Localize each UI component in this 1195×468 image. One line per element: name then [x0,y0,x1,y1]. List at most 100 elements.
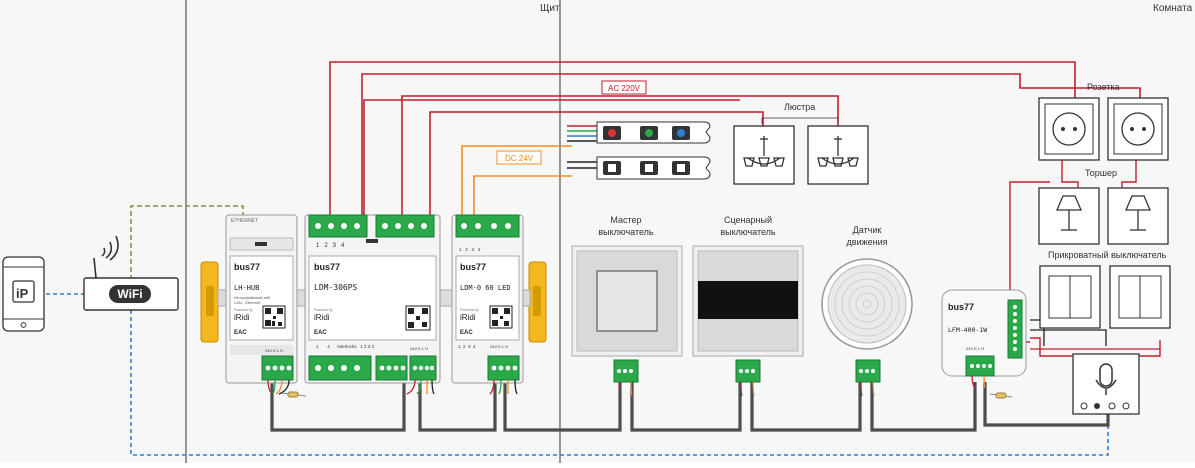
wifi-logo: WiFi [117,287,142,301]
lfm-brand: bus77 [948,302,974,312]
hub-terminator-resistor [281,391,307,398]
led-qr-code [489,305,513,329]
led-vendor-small: Powered by [460,308,479,312]
master-switch-connector [613,359,639,397]
chandelier-label: Люстра [784,102,815,112]
hub-module: ETHERNET bus77 LH-HUB Интерфейсный хаб L… [225,214,307,398]
master-switch-label-2: выключатель [598,227,654,237]
hub-qr-code [262,305,286,329]
motion-sensor-connector [855,359,881,397]
relay-model: LDM-306PS [314,283,358,292]
lfm-model: LFM-400-1W [948,326,987,334]
led-module: 1 2 3 4 bus77 LDM-0 60 LED Powered by iR… [451,214,524,395]
hub-vendor: iRidi [234,313,250,322]
socket-icon [1052,112,1086,146]
hub-eac-mark: EAC [234,330,247,336]
svg-text:DC 24V: DC 24V [505,154,534,163]
svg-text:AC 220V: AC 220V [608,84,641,93]
floor-lamp-icon [1056,195,1082,231]
scene-switch-connector [735,359,761,397]
hub-desc-2: LAN - Ethernet [234,300,261,305]
hub-bus-terminal [261,355,294,381]
lfm-bus-label: 24V E L H [966,346,984,351]
rgb-led-strip [567,121,711,144]
zone-label-room: Комната [1153,3,1193,14]
hub-bus-label: 24V E L H [265,348,283,353]
wifi-links [46,293,1109,456]
relay-bus-label: 24V E L H [410,346,428,351]
hub-desc-1: Интерфейсный хаб [234,295,271,300]
bedside-switch-1 [1039,265,1101,329]
svg-text:iP: iP [16,286,29,301]
floor-lamp-label: Торшер [1085,168,1117,178]
relay-brand: bus77 [314,262,340,272]
phone: iP [2,256,45,332]
socket-2 [1107,97,1169,161]
lfm-module: bus77 LFM-400-1W 24V E L H [941,289,1027,399]
relay-top-terminals: 1 2 3 4 [316,243,345,249]
led-eac-mark: EAC [460,330,473,336]
relay-qr-code [405,305,431,331]
floor-lamp-1 [1038,187,1100,245]
led-bus-terminal [487,355,520,381]
hub-brand: bus77 [234,262,260,272]
socket-icon [1121,112,1155,146]
relay-module: 1 2 3 4 bus77 LDM-306PS Powered by iRidi… [304,214,441,395]
chandelier-icon [743,136,785,167]
relay-bottom-terminals: 1 4 Interlocks 1 2 3 4 [316,344,375,349]
wifi-signal-icon [101,235,119,261]
chandelier-icon [817,136,859,167]
chandelier-2 [807,125,869,185]
hub-model: LH-HUB [234,284,259,292]
led-bus-leads [489,379,518,395]
hub-bus-leads [267,379,290,395]
relay-bus-terminal [409,355,437,381]
din-end-stop-left [200,261,219,343]
lfm-bus-leads [971,375,986,389]
ac-voltage-tag: AC 220V [601,80,647,95]
white-led-strip [567,156,711,180]
led-bottom-terminals: 1 2 3 4 [458,344,476,349]
bedside-switch-label: Прикроватный выключатель [1048,250,1167,260]
din-end-stop-right [528,261,547,343]
master-switch: Мастер выключатель [571,215,683,397]
motion-sensor-label-2: движения [847,237,888,247]
ac-wires [329,61,1141,218]
wifi-router: WiFi [83,235,179,311]
led-top-terminals: 1 2 3 4 [459,247,481,252]
led-brand: bus77 [460,262,486,272]
hub-vendor-small: Powered by [234,308,253,312]
voice-assistant [1072,353,1140,415]
floor-lamp-icon [1125,195,1151,231]
led-model: LDM-0 60 LED [460,284,511,292]
led-vendor: iRidi [460,313,476,322]
scene-switch-label-1: Сценарный [724,215,772,225]
hub-port-label: ETHERNET [231,218,258,224]
led-bus-label: 24V E L H [490,344,508,349]
lfm-terminator-resistor [989,392,1013,399]
relay-bottom-terminal-block [308,355,408,381]
bus-cable [270,380,1110,432]
motion-sensor-lens-icon [834,271,900,337]
floor-lamp-2 [1107,187,1169,245]
master-switch-label-1: Мастер [610,215,641,225]
relay-eac-mark: EAC [314,330,327,336]
iridi-app-icon: iP [12,280,35,303]
lfm-bus-terminal [965,355,995,377]
lan-wire [130,205,244,280]
scene-switch-label-2: выключатель [720,227,776,237]
relay-vendor: iRidi [314,313,330,322]
scene-switch: Сценарный выключатель [692,215,804,397]
microphone-icon [1095,363,1117,395]
dc-wires [461,145,572,218]
chandelier-bracket [761,117,839,124]
bedside-switch-2 [1109,265,1171,329]
motion-sensor-label-1: Датчик [853,225,882,235]
relay-bus-leads [406,379,435,395]
motion-sensor: Датчик движения [821,225,913,397]
voice-assistant-buttons [1080,402,1130,410]
chandelier-1 [733,125,795,185]
relay-vendor-small: Powered by [314,308,333,312]
zone-label-panel: Щит [540,3,560,14]
